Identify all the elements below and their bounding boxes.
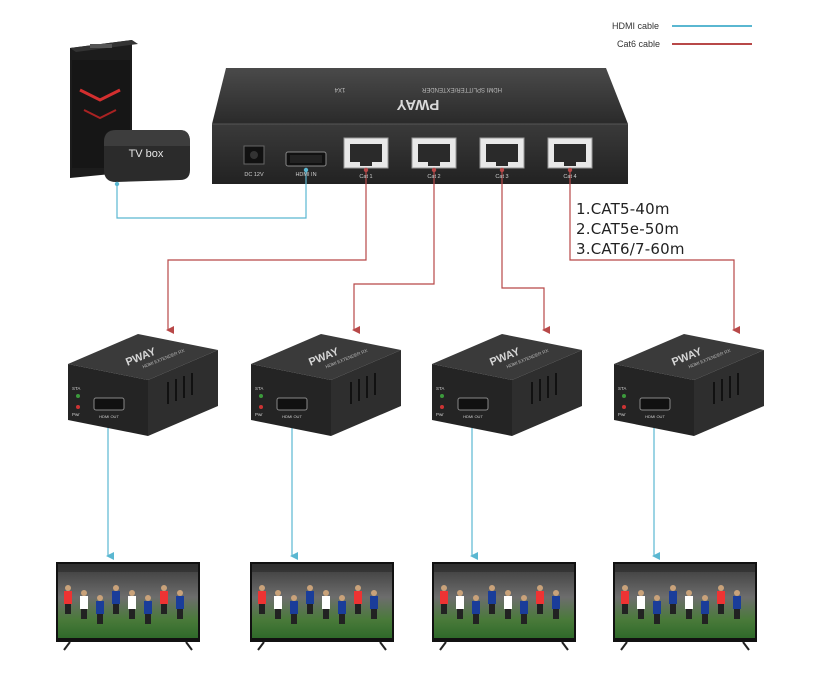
rj45-port-4 xyxy=(547,137,593,169)
port-label-1: Cat 1 xyxy=(359,174,372,180)
splitter-box xyxy=(212,68,628,184)
port-label-3: Cat 3 xyxy=(495,174,508,180)
hdmi-out-port xyxy=(276,397,308,411)
cat-cable-3 xyxy=(501,172,550,334)
hdmi-in-label: HDMI IN xyxy=(295,172,316,178)
port-label-2: Cat 2 xyxy=(427,174,440,180)
cable-endpoint xyxy=(499,167,505,173)
hdmi-source-cable xyxy=(116,172,307,219)
sta-label: STA xyxy=(255,386,263,391)
sta-label: STA xyxy=(618,386,626,391)
pwr-led xyxy=(76,405,80,409)
cable-endpoint xyxy=(363,167,369,173)
cable-routes xyxy=(106,167,740,560)
pwr-label: Pwr xyxy=(436,412,444,417)
sta-label: STA xyxy=(436,386,444,391)
tv-box xyxy=(104,130,190,182)
port-label-4: Cat 4 xyxy=(563,174,576,180)
splitter-ratio: 1X4 xyxy=(334,86,345,92)
cat-cable-1 xyxy=(166,172,367,334)
rj45-port-3 xyxy=(479,137,525,169)
splitter-model: HDMI SPLITTER/EXTENDER xyxy=(421,86,502,92)
pwr-led xyxy=(259,405,263,409)
rj45-port-1 xyxy=(343,137,389,169)
cable-spec-1: 1.CAT5-40m xyxy=(576,200,670,218)
rj45-port-2 xyxy=(411,137,457,169)
pwr-label: Pwr xyxy=(618,412,626,417)
pwr-led xyxy=(440,405,444,409)
tv-display-3 xyxy=(432,562,576,651)
tv-box-label: TV box xyxy=(129,148,164,160)
hdmi-out-label: HDMI OUT xyxy=(99,414,119,419)
legend xyxy=(672,25,752,45)
cable-endpoint xyxy=(431,167,437,173)
hdmi-out-port xyxy=(457,397,489,411)
sta-led xyxy=(259,394,263,398)
hdmi-out-label: HDMI OUT xyxy=(463,414,483,419)
tv-display-2 xyxy=(250,562,394,651)
cable-spec-2: 2.CAT5e-50m xyxy=(576,220,680,238)
hdmi-out-port xyxy=(639,397,671,411)
tv-display-1 xyxy=(56,562,200,651)
hdmi-out-label: HDMI OUT xyxy=(282,414,302,419)
sta-led xyxy=(440,394,444,398)
pwr-label: Pwr xyxy=(255,412,263,417)
sta-label: STA xyxy=(72,386,80,391)
sta-led xyxy=(76,394,80,398)
cat-cable-2 xyxy=(352,172,435,334)
hdmi-out-label: HDMI OUT xyxy=(645,414,665,419)
pwr-led xyxy=(622,405,626,409)
cable-endpoint xyxy=(114,181,120,187)
tv-display-4 xyxy=(613,562,757,651)
legend-cat6-label: Cat6 cable xyxy=(617,39,660,49)
sta-led xyxy=(622,394,626,398)
displays xyxy=(56,562,757,651)
cable-endpoint xyxy=(567,167,573,173)
dc-label: DC 12V xyxy=(244,172,264,178)
cable-spec-3: 3.CAT6/7-60m xyxy=(576,240,685,258)
cat-cable-4 xyxy=(569,172,740,334)
splitter-brand: PWAY xyxy=(397,96,440,113)
legend-hdmi-label: HDMI cable xyxy=(612,21,659,31)
cable-endpoint xyxy=(303,167,309,173)
pwr-label: Pwr xyxy=(72,412,80,417)
hdmi-out-port xyxy=(93,397,125,411)
